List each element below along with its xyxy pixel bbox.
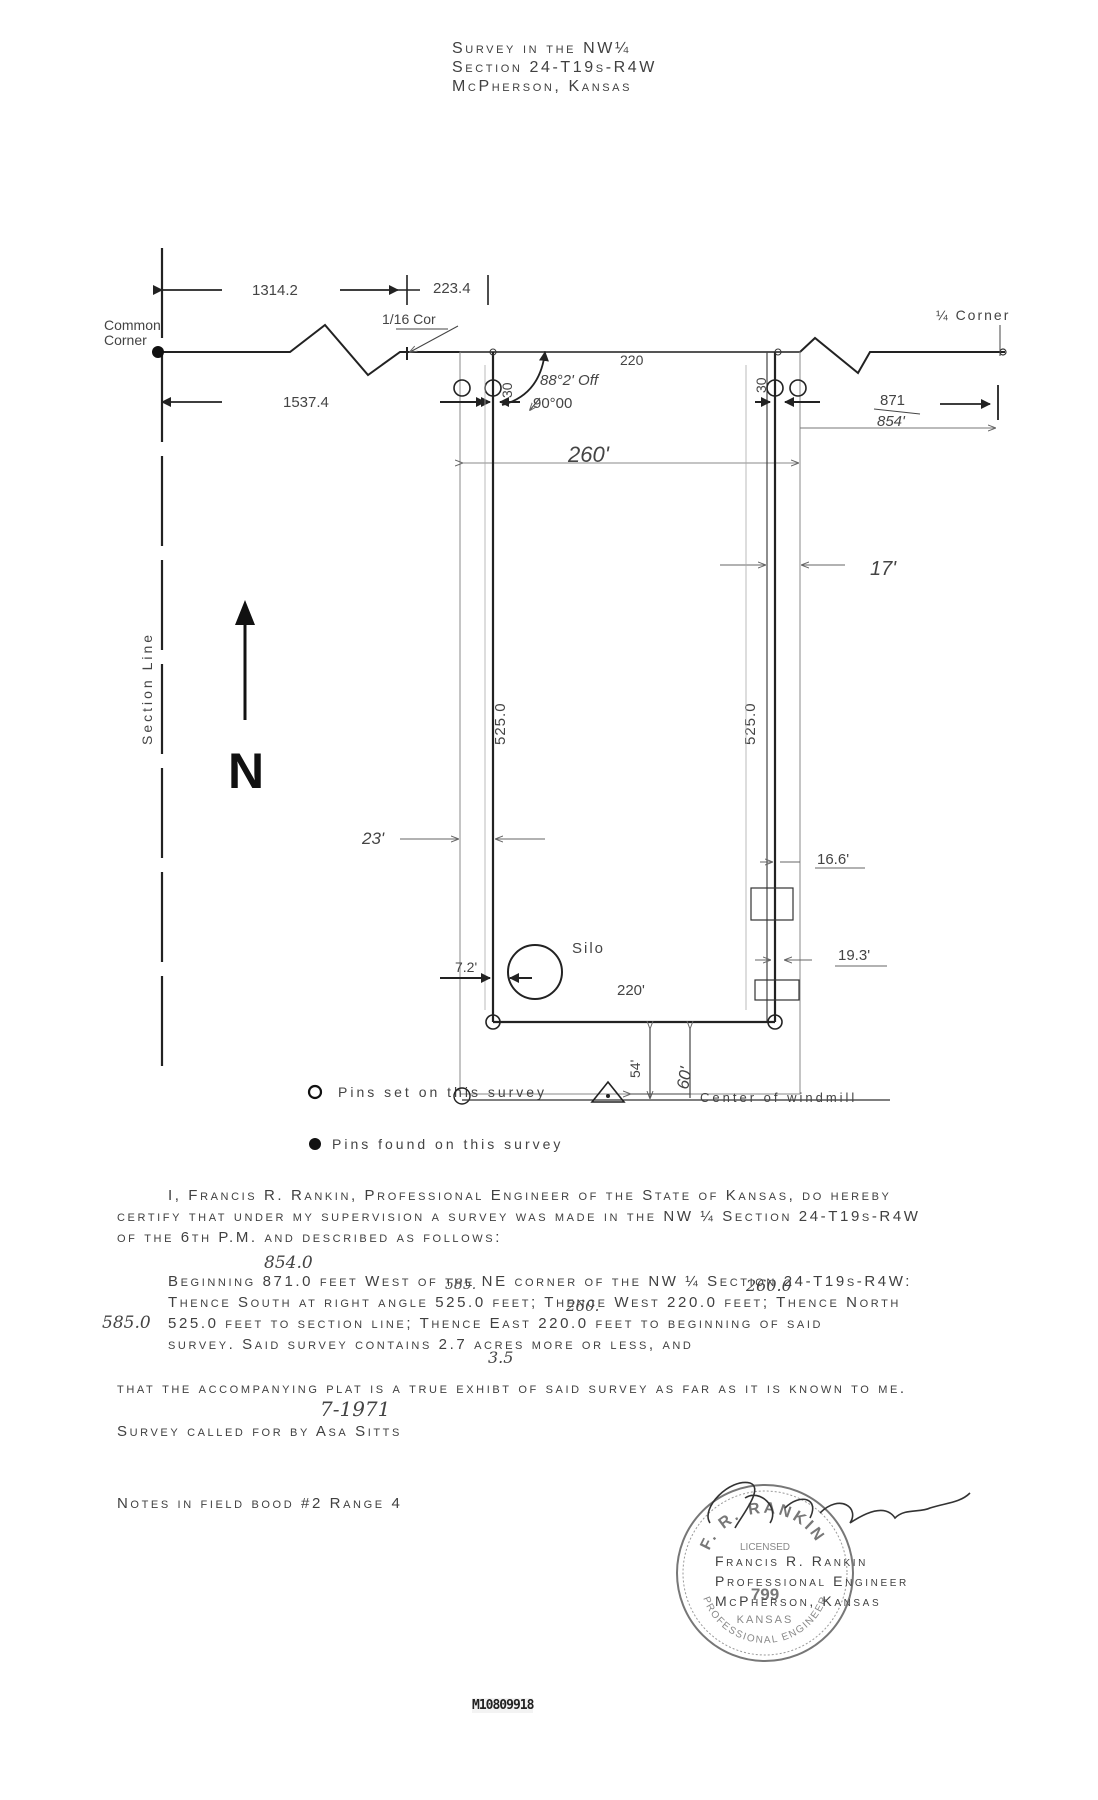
seal-outer-ring (676, 1484, 854, 1662)
silo-label: Silo (572, 940, 605, 957)
legend-pin-found-icon (309, 1138, 321, 1150)
sixteenth-corner-leader (410, 325, 459, 352)
dim-223-label: 223.4 (433, 280, 471, 297)
sixteenth-corner-label: 1/16 Cor (382, 311, 436, 327)
windmill-label: Center of windmill (700, 1090, 857, 1105)
windmill-center-dot (606, 1094, 610, 1098)
windmill-triangle-icon (590, 1080, 626, 1103)
dim-525-right: 525.0 (742, 702, 759, 745)
north-line-marker-right (774, 348, 782, 356)
dim-854-label: 854' (877, 413, 906, 430)
dim-60-label: 60' (673, 1065, 696, 1091)
hand-854: 854.0 (264, 1253, 313, 1273)
legend-pins-found-label: Pins found on this survey (332, 1136, 563, 1152)
angle-90-label: 90°00 (533, 395, 572, 412)
hand-date: 7-1971 (320, 1397, 391, 1421)
pin-set-south-outer (453, 1087, 471, 1105)
quarter-corner-label: ¼ Corner (936, 307, 1010, 323)
pin-set-se (767, 1014, 783, 1030)
angle-90-leader (530, 397, 541, 410)
pin-set-sw (485, 1014, 501, 1030)
north-label: N (228, 743, 264, 799)
cert-line-2: certify that under my supervision a surv… (117, 1208, 921, 1225)
survey-called-for: Survey called for by Asa Sitts (117, 1423, 402, 1440)
pin-set-ne-outer (789, 379, 807, 397)
dim-260-label: 260' (567, 442, 610, 467)
seal-state-text: KANSAS (737, 1614, 794, 1626)
angle-arc (501, 351, 549, 406)
cert-para-line-3: 525.0 feet to section line; Thence East … (168, 1315, 824, 1332)
title-line-2: Section 24-T19s-R4W (452, 59, 657, 76)
legend-pins-set-label: Pins set on this survey (338, 1084, 547, 1100)
dim-220-bottom: 220' (617, 982, 645, 999)
dim-525-left: 525.0 (492, 702, 509, 745)
title-line-3: McPherson, Kansas (452, 78, 633, 95)
engineer-seal: F. R. RANKIN LICENSED 799 KANSAS PROFESS… (676, 1484, 854, 1662)
hand-260b: 260. (566, 1297, 600, 1315)
dim-1537-label: 1537.4 (283, 394, 329, 411)
common-corner-pin-found (152, 346, 164, 358)
cert-para-line-1: Beginning 871.0 feet West of the NE corn… (168, 1273, 912, 1290)
dim-7-label: 7.2' (455, 959, 477, 975)
cert-para-line-4: survey. Said survey contains 2.7 acres m… (168, 1336, 694, 1353)
dim-23-label: 23' (361, 829, 385, 848)
dim-19-label: 19.3' (838, 947, 870, 964)
title-line-1: Survey in the NW¼ (452, 40, 631, 57)
dim-1314-label: 1314.2 (252, 282, 298, 299)
seal-licensed-text: LICENSED (740, 1542, 790, 1553)
seal-inner-ring (682, 1490, 848, 1656)
survey-plat: 1314.2 223.4 1/16 Cor Common Corner ¼ Co… (104, 248, 1010, 1152)
seal-number-text: 799 (751, 1585, 779, 1604)
section-line-label: Section Line (139, 632, 155, 745)
cert-line-1: I, Francis R. Rankin, Professional Engin… (168, 1187, 892, 1204)
dim-16-label: 16.6' (817, 851, 849, 868)
plat-statement: that the accompanying plat is a true exh… (117, 1380, 907, 1397)
hand-260: 260.0 (746, 1276, 792, 1295)
hand-585-above: 585. (445, 1277, 477, 1293)
signer-place: McPherson, Kansas (715, 1593, 882, 1609)
structure-lower (754, 979, 800, 1001)
dim-871-label: 871 (880, 392, 905, 409)
microfilm-stamp: M10809918 (472, 1698, 534, 1713)
cert-line-3: of the 6th P.M. and described as follows… (117, 1229, 502, 1246)
handwritten-signature (707, 1481, 971, 1529)
structure-upper (750, 887, 794, 921)
dim-30-right: 30 (753, 377, 769, 393)
dim-17-label: 17' (870, 558, 897, 580)
angle-handwritten: 88°2' Off (540, 372, 600, 389)
cert-para-line-2: Thence South at right angle 525.0 feet; … (168, 1294, 901, 1311)
north-line-marker-left (489, 348, 497, 356)
signer-name: Francis R. Rankin (715, 1553, 868, 1569)
hand-3-5: 3.5 (488, 1348, 514, 1367)
pin-set-ne (766, 379, 784, 397)
signer-title: Professional Engineer (715, 1573, 909, 1589)
common-corner-label-1: Common (104, 317, 161, 333)
field-notes: Notes in field bood #2 Range 4 (117, 1495, 403, 1512)
north-arrow-head (235, 600, 255, 625)
legend-pin-set-icon (307, 1084, 323, 1100)
silo-circle (507, 944, 563, 1000)
north-boundary-line (155, 323, 1005, 377)
dim-871-strike (873, 408, 921, 415)
dim-30-left: 30 (499, 382, 515, 398)
common-corner-label-2: Corner (104, 332, 147, 348)
hand-585: 585.0 (102, 1313, 151, 1333)
pin-set-nw-outer (453, 379, 471, 397)
dim-220-top: 220 (620, 352, 644, 368)
dim-54-label: 54' (627, 1060, 643, 1078)
